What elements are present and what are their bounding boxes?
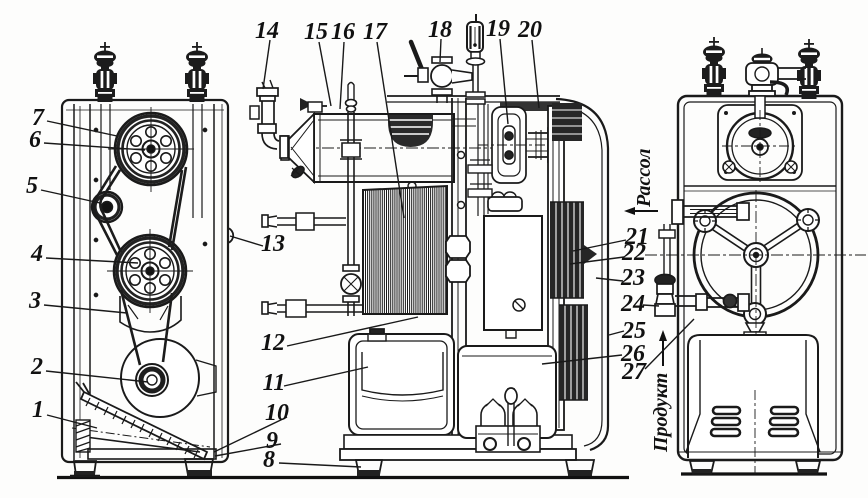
- svg-text:Продукт: Продукт: [650, 373, 672, 453]
- svg-text:9: 9: [266, 428, 278, 454]
- svg-text:24: 24: [620, 291, 645, 317]
- svg-text:Рассол: Рассол: [633, 149, 655, 208]
- svg-text:16: 16: [331, 19, 355, 45]
- svg-text:1: 1: [32, 397, 44, 423]
- svg-text:13: 13: [261, 231, 285, 257]
- svg-text:2: 2: [30, 354, 43, 380]
- svg-text:7: 7: [32, 105, 45, 131]
- svg-text:11: 11: [263, 370, 286, 396]
- svg-text:25: 25: [621, 318, 646, 344]
- svg-text:26: 26: [620, 341, 645, 367]
- svg-text:18: 18: [428, 17, 452, 43]
- svg-text:10: 10: [265, 400, 289, 426]
- svg-text:27: 27: [621, 359, 647, 385]
- svg-text:8: 8: [263, 447, 275, 473]
- svg-text:5: 5: [26, 173, 38, 199]
- svg-text:3: 3: [28, 288, 41, 314]
- svg-text:20: 20: [517, 17, 542, 43]
- svg-text:19: 19: [486, 16, 510, 42]
- svg-text:23: 23: [620, 265, 645, 291]
- svg-text:12: 12: [261, 330, 285, 356]
- svg-text:15: 15: [304, 19, 328, 45]
- svg-text:22: 22: [621, 240, 646, 266]
- svg-text:4: 4: [30, 241, 43, 267]
- svg-text:6: 6: [29, 127, 41, 153]
- svg-text:17: 17: [363, 19, 388, 45]
- svg-text:21: 21: [624, 224, 649, 250]
- svg-text:14: 14: [255, 18, 279, 44]
